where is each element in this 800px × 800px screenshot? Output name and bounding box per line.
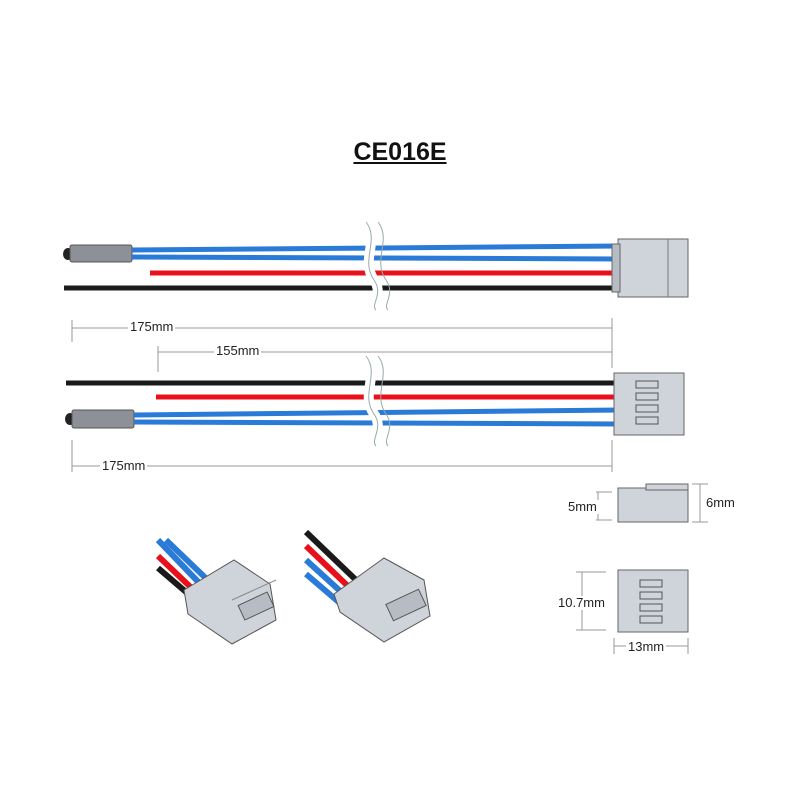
dimension-label-total-bottom: 175mm [100,458,148,473]
dimension-label-front-width: 13mm [626,639,667,654]
connector-side-detail [596,483,708,523]
dimension-label-side-right: 6mm [704,495,737,510]
blue-wire [131,243,621,253]
top-cable-assembly [63,218,689,314]
dimension-label-total-top: 175mm [128,319,176,334]
thermistor-sleeve [71,409,135,429]
bottom-cable-assembly [65,352,685,450]
wire-break-mark [365,221,379,311]
connector-3d-right [303,529,431,643]
connector-front-view [613,372,685,436]
dimension-label-front-height: 10.7mm [556,595,607,610]
part-number-title: CE016E [353,138,447,166]
blue-wire [131,254,621,262]
connector-side-view [617,238,689,298]
connector-3d-left [155,537,277,645]
dimension-label-side-left: 5mm [566,499,599,514]
thermistor-sleeve [69,244,133,263]
dimension-label-short: 155mm [214,343,262,358]
connector-front-detail [576,569,689,654]
wire-break-mark [365,355,379,447]
